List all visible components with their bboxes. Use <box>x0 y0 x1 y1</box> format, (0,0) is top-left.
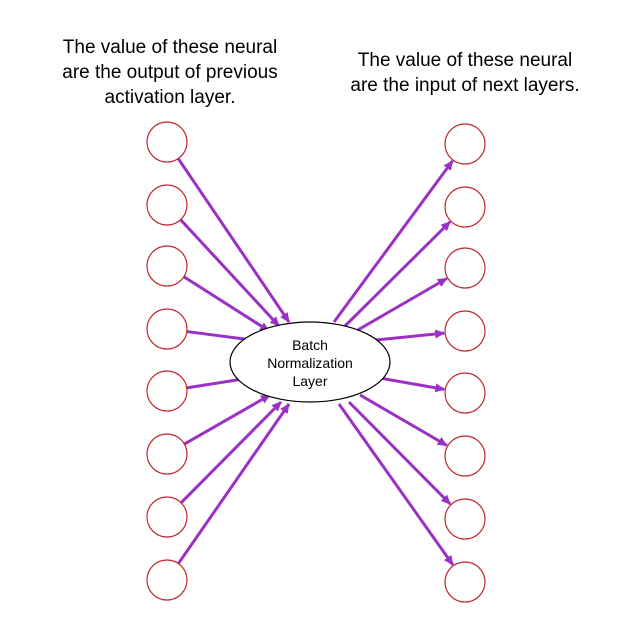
input-neuron <box>146 370 188 412</box>
output-arrow <box>337 403 455 566</box>
output-arrow <box>355 277 448 333</box>
input-arrow <box>183 275 270 333</box>
output-neuron <box>444 498 486 540</box>
input-neuron <box>146 559 188 601</box>
output-neuron <box>444 247 486 289</box>
output-neuron <box>444 561 486 603</box>
caption-line: The value of these neural <box>357 50 573 71</box>
input-arrow <box>183 393 271 446</box>
input-neuron <box>146 433 188 475</box>
output-arrow <box>365 329 446 343</box>
input-arrow <box>179 218 281 328</box>
arrows-group <box>176 157 455 566</box>
input-arrow <box>180 400 283 504</box>
output-arrow <box>343 220 452 328</box>
batch-normalization-ellipse <box>229 321 391 403</box>
output-arrow <box>359 393 448 447</box>
batch-normalization-node: Batch Normalization Layer <box>229 321 391 403</box>
input-neurons-caption: The value of these neural are the output… <box>20 35 320 110</box>
output-neuron <box>444 435 486 477</box>
caption-line: activation layer. <box>104 87 236 108</box>
center-label-line: Layer <box>292 373 327 389</box>
input-arrow <box>177 403 291 565</box>
output-neurons-group <box>444 123 486 603</box>
input-arrow <box>176 157 291 323</box>
input-neuron <box>146 245 188 287</box>
output-neuron <box>444 123 486 165</box>
output-neuron <box>444 372 486 414</box>
output-arrow <box>332 160 454 323</box>
caption-line: are the input of next layers. <box>350 75 580 96</box>
caption-line: The value of these neural <box>62 37 278 58</box>
input-neuron <box>146 121 188 163</box>
output-neuron <box>444 186 486 228</box>
input-neuron <box>146 184 188 226</box>
center-label-line: Batch <box>292 337 328 353</box>
output-arrow <box>347 400 452 506</box>
output-neuron <box>444 310 486 352</box>
center-label-line: Normalization <box>267 355 353 371</box>
input-neuron <box>146 308 188 350</box>
output-neurons-caption: The value of these neural are the input … <box>315 48 615 98</box>
input-neuron <box>146 496 188 538</box>
caption-line: are the output of previous <box>62 62 278 83</box>
input-neurons-group <box>146 121 188 601</box>
